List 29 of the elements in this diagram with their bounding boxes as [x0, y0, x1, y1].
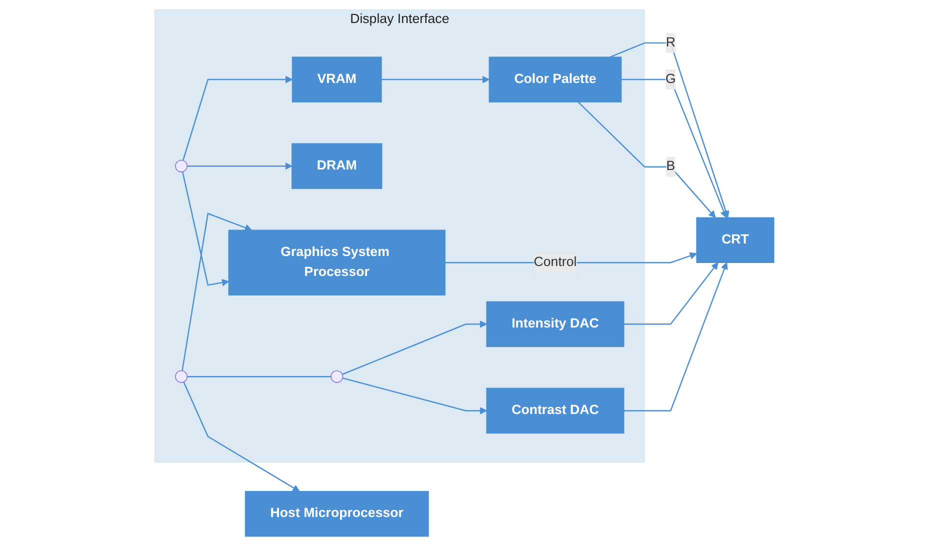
edge-label: G	[665, 72, 676, 86]
node-circle	[330, 370, 343, 382]
node-circle	[174, 370, 188, 382]
node-box: Color Palette	[488, 56, 622, 102]
edge-label: R	[666, 34, 676, 50]
node-box: VRAM	[292, 56, 382, 102]
arrow	[182, 171, 229, 286]
connector	[186, 375, 331, 377]
node-box: Intensity DAC	[486, 300, 624, 347]
node-circle	[174, 159, 188, 172]
node-box: CRT	[696, 216, 774, 262]
arrow	[181, 212, 252, 370]
arrow	[342, 376, 487, 414]
arrow	[381, 75, 490, 83]
arrow	[624, 262, 728, 411]
arrow	[342, 320, 487, 374]
node-box: Graphics System Processor	[228, 229, 446, 295]
arrow	[186, 162, 292, 170]
arrow	[182, 381, 300, 492]
arrow	[624, 262, 718, 324]
arrow	[610, 42, 730, 218]
arrow	[578, 101, 716, 218]
edge-label: B	[666, 158, 675, 174]
arrow	[620, 78, 727, 218]
node-box: Contrast DAC	[486, 387, 624, 434]
node-box: DRAM	[291, 142, 382, 188]
node-box: Host Microprocessor	[244, 490, 429, 536]
edge-label: Control	[534, 254, 576, 269]
arrow	[182, 75, 292, 160]
